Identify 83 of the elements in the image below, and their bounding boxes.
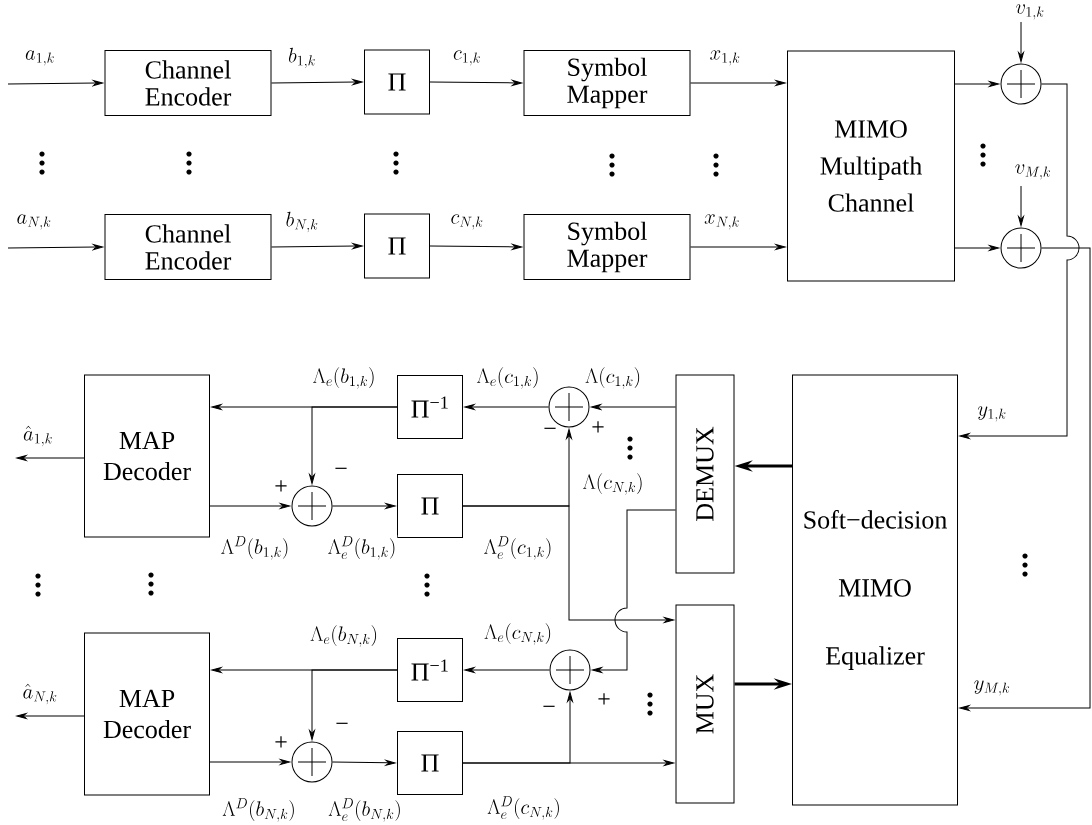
edge-label: $y_{M,k}$ bbox=[972, 679, 1012, 697]
encoder-box: Channel Encoder bbox=[104, 214, 272, 280]
arrow bbox=[464, 404, 549, 410]
arrow bbox=[1018, 185, 1024, 227]
edge-label: $\Lambda_e^D(c_{N,k})$ bbox=[486, 795, 562, 821]
arrow bbox=[209, 503, 291, 509]
edge-label: $a_{N,k}$ bbox=[15, 213, 53, 231]
edge-label: $\Lambda_e^D(b_{N,k})$ bbox=[327, 797, 403, 823]
edge-label: $\Lambda_e^D(c_{1,k})$ bbox=[482, 535, 554, 561]
arrow bbox=[590, 404, 676, 410]
channel-box: MIMO Multipath Channel bbox=[787, 50, 955, 282]
edge-label: $\Lambda(c_{N,k})$ bbox=[581, 472, 645, 496]
edge-label: $v_{1,k}$ bbox=[1014, 3, 1046, 21]
edge-label: $\Lambda_e(c_{N,k})$ bbox=[483, 622, 553, 646]
sign-label: − bbox=[335, 467, 347, 469]
arrow bbox=[1018, 21, 1024, 63]
edge-label: $x_{1,k}$ bbox=[708, 49, 742, 67]
equalizer-box: Soft−decision MIMO Equalizer bbox=[792, 374, 958, 806]
edge-label: $b_{1,k}$ bbox=[287, 46, 317, 70]
mapper-box: Symbol Mapper bbox=[523, 214, 691, 280]
encoder-box: Channel Encoder bbox=[104, 50, 272, 116]
interleaver-box: Π bbox=[397, 474, 463, 538]
arrow bbox=[959, 247, 1091, 711]
edge-label: $\Lambda^D(b_{1,k})$ bbox=[219, 535, 291, 561]
arrow bbox=[209, 759, 291, 765]
demux-box: DEMUX bbox=[675, 374, 735, 574]
adder-circle bbox=[1000, 63, 1042, 105]
arrow bbox=[16, 713, 85, 719]
edge-label: $y_{1,k}$ bbox=[976, 405, 1008, 423]
arrow bbox=[271, 243, 363, 250]
arrow bbox=[462, 428, 572, 507]
mux-box: MUX bbox=[675, 604, 735, 804]
arrow bbox=[954, 245, 1000, 251]
edge-label: $\hat{a}_{N,k}$ bbox=[21, 682, 59, 706]
arrow bbox=[464, 667, 550, 673]
arrow bbox=[309, 406, 398, 485]
sign-label: − bbox=[336, 722, 348, 724]
decoder-box: MAP Decoder bbox=[84, 374, 210, 538]
edge-label: $x_{N,k}$ bbox=[703, 213, 741, 231]
arrow bbox=[332, 759, 396, 766]
mapper-box: Symbol Mapper bbox=[523, 50, 691, 116]
arrow bbox=[429, 79, 523, 86]
edge-label: $\Lambda_e(c_{1,k})$ bbox=[475, 366, 541, 390]
sign-label: − bbox=[544, 427, 556, 429]
sign-label: − bbox=[543, 705, 555, 707]
sign-label: + bbox=[598, 693, 610, 705]
arrow bbox=[309, 669, 398, 741]
decoder-box: MAP Decoder bbox=[84, 632, 210, 796]
sign-label: + bbox=[275, 736, 287, 748]
arrow bbox=[959, 83, 1080, 439]
edge-label: $\Lambda(c_{1,k})$ bbox=[584, 366, 642, 390]
adder-circle bbox=[1000, 227, 1042, 269]
edge-label: $\Lambda_e(b_{1,k})$ bbox=[311, 366, 377, 390]
deinterleaver-box: Π$^{−1}$ bbox=[397, 375, 463, 439]
arrow bbox=[7, 244, 104, 251]
edge-label: $\hat{a}_{1,k}$ bbox=[22, 424, 54, 448]
arrow bbox=[271, 79, 363, 86]
edge-label: $b_{N,k}$ bbox=[284, 210, 320, 234]
arrow bbox=[591, 509, 676, 673]
adder-circle bbox=[291, 485, 333, 527]
adder-circle bbox=[291, 741, 333, 783]
arrow bbox=[332, 503, 396, 509]
edge-label: $c_{N,k}$ bbox=[449, 213, 485, 231]
arrow bbox=[462, 691, 573, 764]
interleaver-box: Π bbox=[364, 49, 430, 115]
edge-label: $\Lambda_e^D(b_{1,k})$ bbox=[326, 535, 398, 561]
edge-label: $c_{1,k}$ bbox=[452, 49, 482, 67]
arrow bbox=[7, 80, 104, 87]
interleaver-box: Π bbox=[364, 213, 430, 279]
deinterleaver-box: Π$^{−1}$ bbox=[397, 638, 463, 702]
edge-label: $\Lambda_e(b_{N,k})$ bbox=[309, 624, 379, 648]
edge-label: $a_{1,k}$ bbox=[24, 49, 56, 67]
arrow bbox=[690, 80, 786, 86]
interleaver-box: Π bbox=[397, 731, 463, 795]
sign-label: + bbox=[275, 480, 287, 492]
sign-label: + bbox=[592, 421, 604, 433]
edge-label: $\Lambda^D(b_{N,k})$ bbox=[221, 797, 297, 823]
edge-label: $v_{M,k}$ bbox=[1013, 163, 1053, 181]
arrow bbox=[954, 81, 1000, 87]
arrow bbox=[16, 455, 85, 461]
arrow bbox=[690, 244, 786, 250]
arrow bbox=[429, 243, 523, 250]
adder-circle bbox=[549, 649, 591, 691]
